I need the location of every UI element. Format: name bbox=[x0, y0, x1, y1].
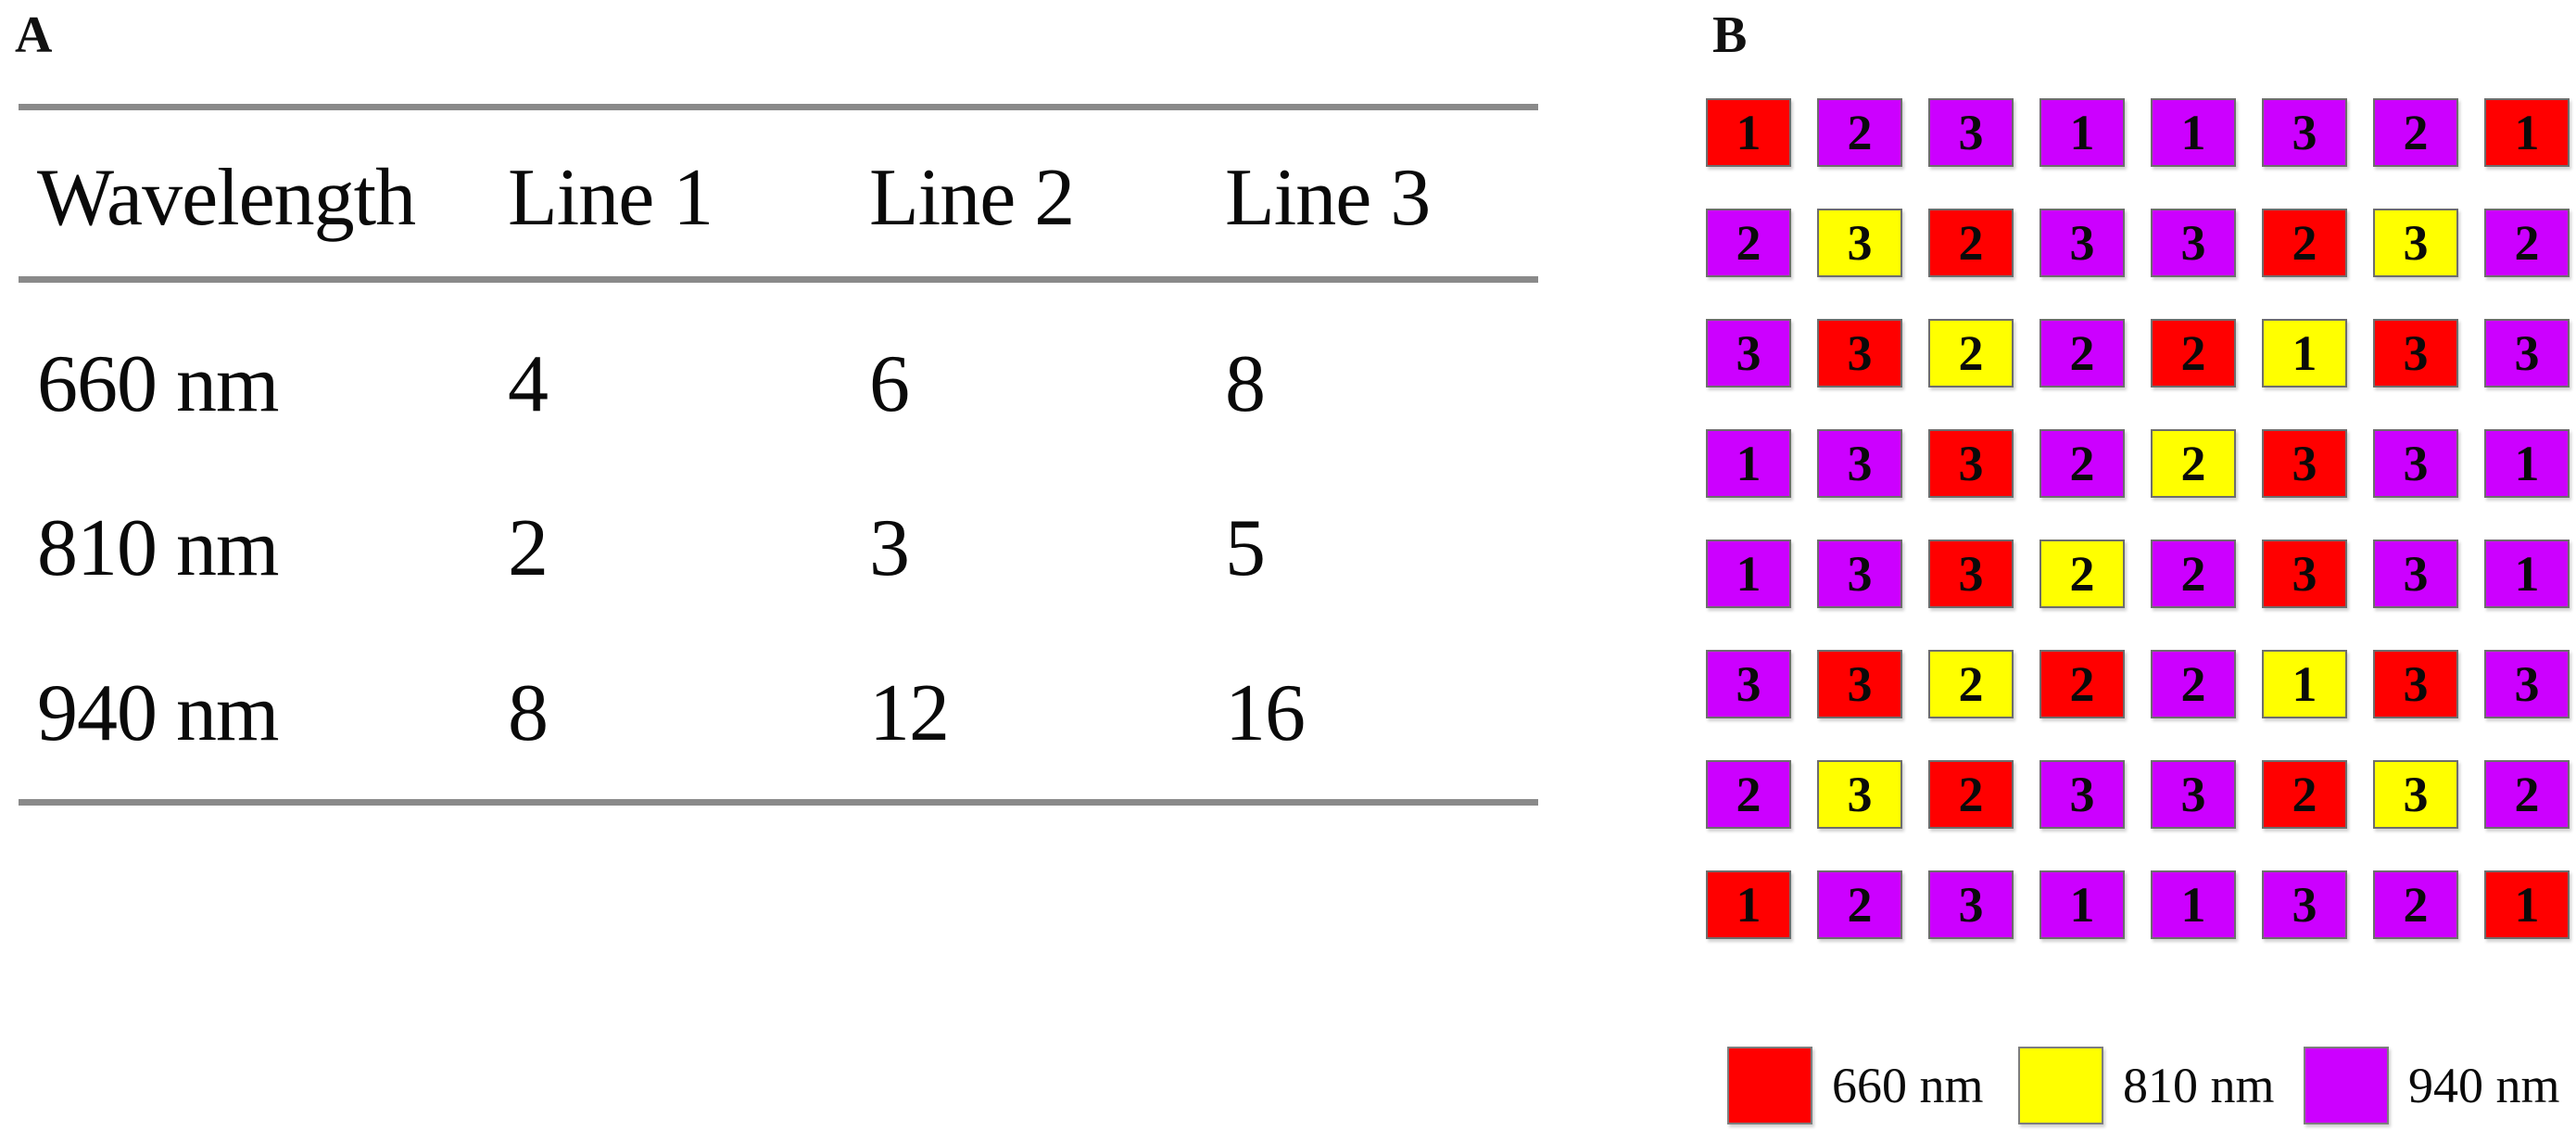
row-810nm-line3: 5 bbox=[1225, 503, 1266, 593]
grid-cell-r4-c7: 3 bbox=[2373, 429, 2458, 498]
grid-cell-r6-c8: 3 bbox=[2484, 650, 2570, 718]
grid-cell-r7-c1: 2 bbox=[1706, 760, 1791, 829]
grid-cell-r2-c5: 3 bbox=[2151, 209, 2236, 277]
header-wavelength: Wavelength bbox=[37, 153, 416, 243]
grid-cell-r1-c6: 3 bbox=[2262, 98, 2347, 167]
legend-item-660nm: 660 nm bbox=[1727, 1046, 1984, 1125]
grid-cell-r4-c2: 3 bbox=[1817, 429, 1902, 498]
grid-cell-r8-c8: 1 bbox=[2484, 870, 2570, 939]
grid-cell-r8-c7: 2 bbox=[2373, 870, 2458, 939]
grid-cell-r8-c3: 3 bbox=[1928, 870, 2014, 939]
row-940nm-line1: 8 bbox=[508, 668, 549, 758]
grid-cell-r1-c2: 2 bbox=[1817, 98, 1902, 167]
grid-cell-r3-c4: 2 bbox=[2039, 319, 2125, 387]
grid-cell-r5-c8: 1 bbox=[2484, 540, 2570, 608]
grid-cell-r2-c1: 2 bbox=[1706, 209, 1791, 277]
grid-cell-r4-c8: 1 bbox=[2484, 429, 2570, 498]
row-660nm-line2: 6 bbox=[869, 339, 910, 429]
row-810nm-wavelength: 810 nm bbox=[37, 503, 279, 593]
grid-cell-r1-c3: 3 bbox=[1928, 98, 2014, 167]
table-rule-header bbox=[19, 276, 1538, 283]
grid-cell-r5-c5: 2 bbox=[2151, 540, 2236, 608]
grid-cell-r3-c6: 1 bbox=[2262, 319, 2347, 387]
header-line-1: Line 1 bbox=[508, 153, 713, 243]
legend-swatch-940nm-icon bbox=[2304, 1047, 2389, 1124]
grid-cell-r1-c4: 1 bbox=[2039, 98, 2125, 167]
grid-cell-r3-c7: 3 bbox=[2373, 319, 2458, 387]
grid-cell-r2-c2: 3 bbox=[1817, 209, 1902, 277]
row-660nm-line3: 8 bbox=[1225, 339, 1266, 429]
grid-cell-r1-c1: 1 bbox=[1706, 98, 1791, 167]
grid-cell-r3-c1: 3 bbox=[1706, 319, 1791, 387]
grid-cell-r5-c6: 3 bbox=[2262, 540, 2347, 608]
row-810nm-line2: 3 bbox=[869, 503, 910, 593]
grid-cell-r6-c4: 2 bbox=[2039, 650, 2125, 718]
grid-cell-r4-c3: 3 bbox=[1928, 429, 2014, 498]
grid-cell-r7-c2: 3 bbox=[1817, 760, 1902, 829]
grid-cell-r5-c1: 1 bbox=[1706, 540, 1791, 608]
grid-cell-r4-c4: 2 bbox=[2039, 429, 2125, 498]
grid-cell-r2-c6: 2 bbox=[2262, 209, 2347, 277]
table-rule-top bbox=[19, 104, 1538, 110]
grid-cell-r6-c6: 1 bbox=[2262, 650, 2347, 718]
grid-cell-r4-c6: 3 bbox=[2262, 429, 2347, 498]
legend-item-810nm: 810 nm bbox=[2018, 1046, 2275, 1125]
panel-a-label: A bbox=[15, 6, 53, 64]
grid-cell-r6-c7: 3 bbox=[2373, 650, 2458, 718]
row-810nm-line1: 2 bbox=[508, 503, 549, 593]
grid-cell-r8-c2: 2 bbox=[1817, 870, 1902, 939]
grid-cell-r7-c4: 3 bbox=[2039, 760, 2125, 829]
grid-cell-r8-c1: 1 bbox=[1706, 870, 1791, 939]
row-940nm-line3: 16 bbox=[1225, 668, 1306, 758]
grid-cell-r7-c6: 2 bbox=[2262, 760, 2347, 829]
grid-cell-r6-c2: 3 bbox=[1817, 650, 1902, 718]
grid-cell-r5-c4: 2 bbox=[2039, 540, 2125, 608]
grid-cell-r3-c2: 3 bbox=[1817, 319, 1902, 387]
grid-cell-r2-c7: 3 bbox=[2373, 209, 2458, 277]
grid-cell-r2-c8: 2 bbox=[2484, 209, 2570, 277]
grid-cell-r5-c3: 3 bbox=[1928, 540, 2014, 608]
grid-cell-r5-c7: 3 bbox=[2373, 540, 2458, 608]
row-940nm-wavelength: 940 nm bbox=[37, 668, 279, 758]
grid-cell-r6-c5: 2 bbox=[2151, 650, 2236, 718]
row-940nm-line2: 12 bbox=[869, 668, 950, 758]
grid-cell-r4-c5: 2 bbox=[2151, 429, 2236, 498]
grid-cell-r8-c5: 1 bbox=[2151, 870, 2236, 939]
grid-cell-r7-c7: 3 bbox=[2373, 760, 2458, 829]
header-line-2: Line 2 bbox=[869, 153, 1075, 243]
grid-cell-r1-c7: 2 bbox=[2373, 98, 2458, 167]
row-660nm-line1: 4 bbox=[508, 339, 549, 429]
grid-cell-r3-c8: 3 bbox=[2484, 319, 2570, 387]
grid-cell-r1-c8: 1 bbox=[2484, 98, 2570, 167]
grid-cell-r2-c3: 2 bbox=[1928, 209, 2014, 277]
grid-cell-r7-c3: 2 bbox=[1928, 760, 2014, 829]
legend-label-810nm: 810 nm bbox=[2123, 1058, 2275, 1113]
grid-cell-r3-c3: 2 bbox=[1928, 319, 2014, 387]
legend-swatch-660nm-icon bbox=[1727, 1047, 1812, 1124]
legend-item-940nm: 940 nm bbox=[2304, 1046, 2560, 1125]
legend-label-940nm: 940 nm bbox=[2408, 1058, 2560, 1113]
grid-cell-r6-c3: 2 bbox=[1928, 650, 2014, 718]
grid-cell-r5-c2: 3 bbox=[1817, 540, 1902, 608]
grid-cell-r6-c1: 3 bbox=[1706, 650, 1791, 718]
grid-cell-r8-c6: 3 bbox=[2262, 870, 2347, 939]
table-rule-bottom bbox=[19, 799, 1538, 806]
legend-label-660nm: 660 nm bbox=[1832, 1058, 1984, 1113]
grid-cell-r1-c5: 1 bbox=[2151, 98, 2236, 167]
legend-swatch-810nm-icon bbox=[2018, 1047, 2103, 1124]
panel-b-label: B bbox=[1712, 6, 1748, 64]
row-660nm-wavelength: 660 nm bbox=[37, 339, 279, 429]
grid-cell-r7-c5: 3 bbox=[2151, 760, 2236, 829]
grid-cell-r3-c5: 2 bbox=[2151, 319, 2236, 387]
grid-cell-r2-c4: 3 bbox=[2039, 209, 2125, 277]
header-line-3: Line 3 bbox=[1225, 153, 1431, 243]
grid-cell-r8-c4: 1 bbox=[2039, 870, 2125, 939]
grid-cell-r4-c1: 1 bbox=[1706, 429, 1791, 498]
grid-cell-r7-c8: 2 bbox=[2484, 760, 2570, 829]
